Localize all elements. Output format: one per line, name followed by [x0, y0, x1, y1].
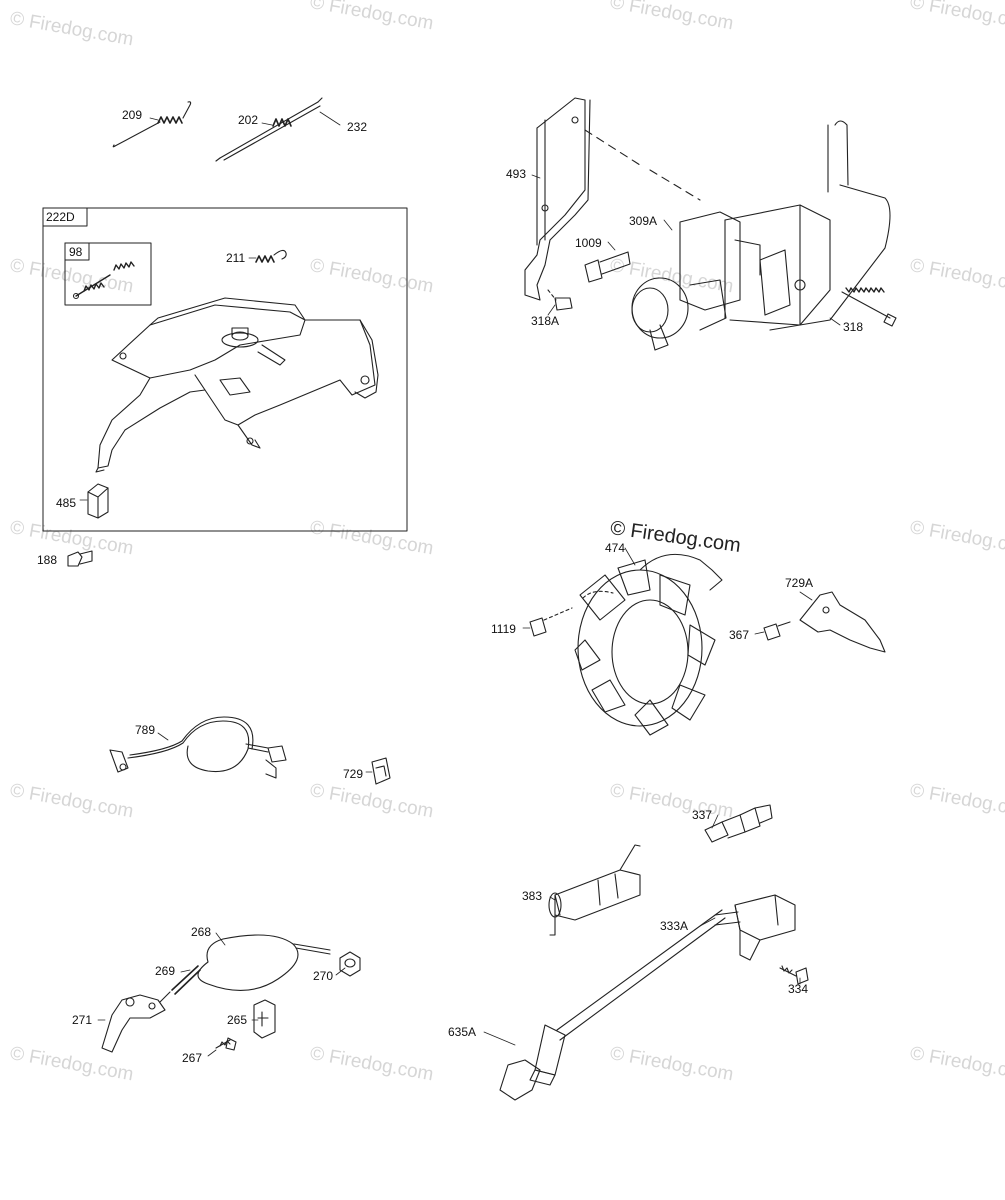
screw-188: [67, 550, 93, 567]
part-label-211: 211: [226, 251, 246, 265]
stator-474: [574, 553, 723, 736]
ignition-coil-333A: [499, 894, 796, 1101]
part-label-318A: 318A: [531, 314, 560, 328]
bolt-1009: [584, 251, 631, 283]
part-label-267: 267: [182, 1051, 203, 1065]
part-label-318: 318: [843, 320, 864, 334]
part-label-232: 232: [347, 120, 368, 134]
screw-267: [215, 1037, 237, 1051]
nut-270: [339, 951, 361, 977]
part-label-334: 334: [788, 982, 809, 996]
part-label-367: 367: [729, 628, 750, 642]
part-label-188: 188: [37, 553, 58, 567]
part-label-789: 789: [135, 723, 156, 737]
spark-plug-337: [704, 804, 773, 843]
part-label-271: 271: [72, 1013, 93, 1027]
starter-motor: [631, 120, 891, 351]
screw-318A: [547, 289, 573, 311]
part-label-333A: 333A: [660, 919, 689, 933]
part-label-474: 474: [605, 541, 626, 555]
part-label-268: 268: [191, 925, 212, 939]
cable-268: [159, 934, 331, 1003]
bolt-1119: [529, 607, 573, 637]
part-label-309A: 309A: [629, 214, 658, 228]
harness-789: [109, 716, 287, 779]
clip-265: [253, 999, 276, 1039]
spring-209: [112, 101, 192, 148]
control-bracket: [95, 297, 379, 473]
group-label-98: 98: [69, 245, 83, 259]
bracket-729A: [799, 591, 886, 653]
part-label-1009: 1009: [575, 236, 602, 250]
spring-98: [72, 261, 135, 300]
bolt-318: [841, 287, 897, 327]
clip-729: [371, 757, 391, 785]
part-label-729: 729: [343, 767, 364, 781]
part-label-202: 202: [238, 113, 259, 127]
part-label-269: 269: [155, 964, 176, 978]
part-label-209: 209: [122, 108, 143, 122]
group-label-222D: 222D: [46, 210, 75, 224]
bracket-271: [101, 994, 166, 1053]
part-label-729A: 729A: [785, 576, 814, 590]
wrench-383: [548, 844, 641, 936]
screw-334: [779, 965, 809, 985]
part-label-383: 383: [522, 889, 543, 903]
part-label-635A: 635A: [448, 1025, 477, 1039]
spring-211: [255, 249, 287, 263]
bracket-493: [524, 97, 701, 301]
part-label-485: 485: [56, 496, 77, 510]
part-label-1119: 1119: [491, 622, 516, 636]
part-label-493: 493: [506, 167, 527, 181]
part-label-270: 270: [313, 969, 334, 983]
part-label-265: 265: [227, 1013, 248, 1027]
screw-367: [763, 621, 791, 641]
part-label-337: 337: [692, 808, 713, 822]
rod-202: [215, 97, 323, 162]
knob-485: [87, 483, 109, 519]
